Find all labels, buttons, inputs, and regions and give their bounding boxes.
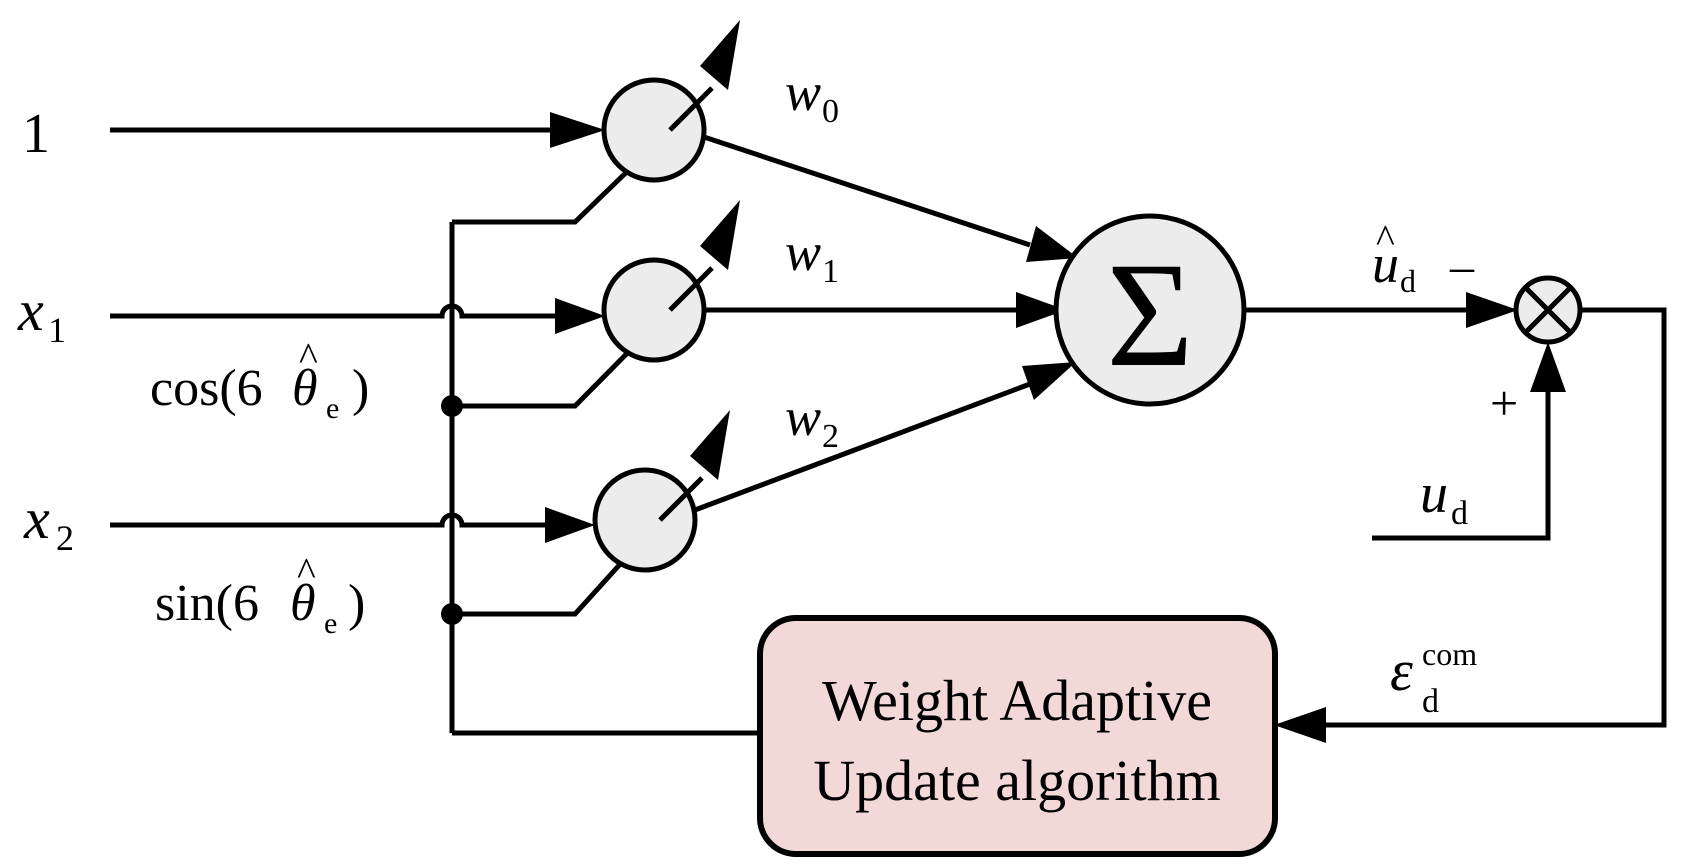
cos-expr-close: ) — [352, 360, 369, 417]
x1-label: x — [17, 278, 44, 343]
sin-expr-close: ) — [348, 575, 365, 632]
estimate-subscript: d — [1400, 263, 1416, 299]
w1-subscript: 1 — [822, 253, 839, 290]
w0-subscript: 0 — [822, 93, 839, 130]
bias-input-label: 1 — [22, 103, 50, 165]
sin-theta-subscript: e — [324, 607, 337, 640]
sin-expr-prefix: sin(6 — [155, 575, 259, 632]
error-superscript: com — [1422, 636, 1477, 672]
w0-label: w — [785, 62, 821, 122]
bias-input-arrow — [550, 112, 605, 148]
w2-adjust-arrow — [690, 410, 730, 480]
estimate-hat: ^ — [1376, 216, 1395, 261]
cos-theta-hat: ^ — [299, 334, 318, 379]
w2-to-summer-wire — [694, 381, 1031, 513]
cos-theta: θ — [292, 360, 318, 417]
w2-label: w — [785, 387, 821, 447]
weight-w1-circle — [601, 257, 707, 363]
reference-arrow — [1530, 342, 1566, 392]
comparator-cross — [1524, 286, 1572, 334]
w2-subscript: 2 — [822, 418, 839, 455]
junction-dot-2 — [441, 603, 463, 625]
plus-sign: + — [1490, 375, 1518, 431]
x1-input-arrow — [555, 298, 605, 334]
w2-adjust-line — [658, 476, 704, 522]
update-block — [757, 615, 1278, 857]
x2-label: x — [23, 486, 50, 551]
error-arrow — [1274, 707, 1326, 743]
summer-symbol: Σ — [1106, 232, 1193, 398]
x1-input-wire — [110, 303, 555, 319]
w0-adjust-line — [668, 86, 714, 132]
minus-sign: – — [1449, 240, 1475, 293]
w0-adjust-arrow — [700, 20, 740, 90]
reference-label: u — [1420, 463, 1448, 525]
estimate-label: u — [1372, 234, 1399, 294]
comparator-symbol: × — [0, 0, 1, 1]
w1-label: w — [785, 222, 821, 282]
x2-input-wire — [110, 512, 545, 528]
cos-expr-prefix: cos(6 — [150, 360, 263, 417]
estimate-arrow — [1466, 292, 1518, 328]
update-block-line1: Weight Adaptive — [822, 668, 1212, 733]
sin-theta-hat: ^ — [297, 549, 316, 594]
sin-theta: θ — [290, 575, 316, 632]
x2-subscript: 2 — [56, 518, 74, 558]
w1-to-summer-arrow — [1016, 292, 1066, 328]
w1-adjust-arrow — [700, 200, 740, 270]
cos-theta-subscript: e — [326, 392, 339, 425]
junction-dot-1 — [441, 395, 463, 417]
w0-to-summer-wire — [703, 134, 1031, 248]
w1-adjust-line — [668, 266, 714, 312]
weight-w0-circle — [601, 77, 707, 183]
error-wire — [1325, 307, 1667, 728]
reference-subscript: d — [1451, 495, 1468, 532]
error-label: ε — [1390, 638, 1413, 703]
w2-to-summer-arrow — [1022, 362, 1076, 400]
error-subscript: d — [1422, 683, 1439, 720]
w0-to-summer-arrow — [1026, 226, 1078, 262]
x1-subscript: 1 — [48, 310, 66, 350]
reference-wire — [1372, 388, 1551, 541]
weight-w2-circle — [592, 467, 698, 573]
update-block-line2: Update algorithm — [813, 748, 1221, 813]
x2-input-arrow — [545, 507, 595, 543]
